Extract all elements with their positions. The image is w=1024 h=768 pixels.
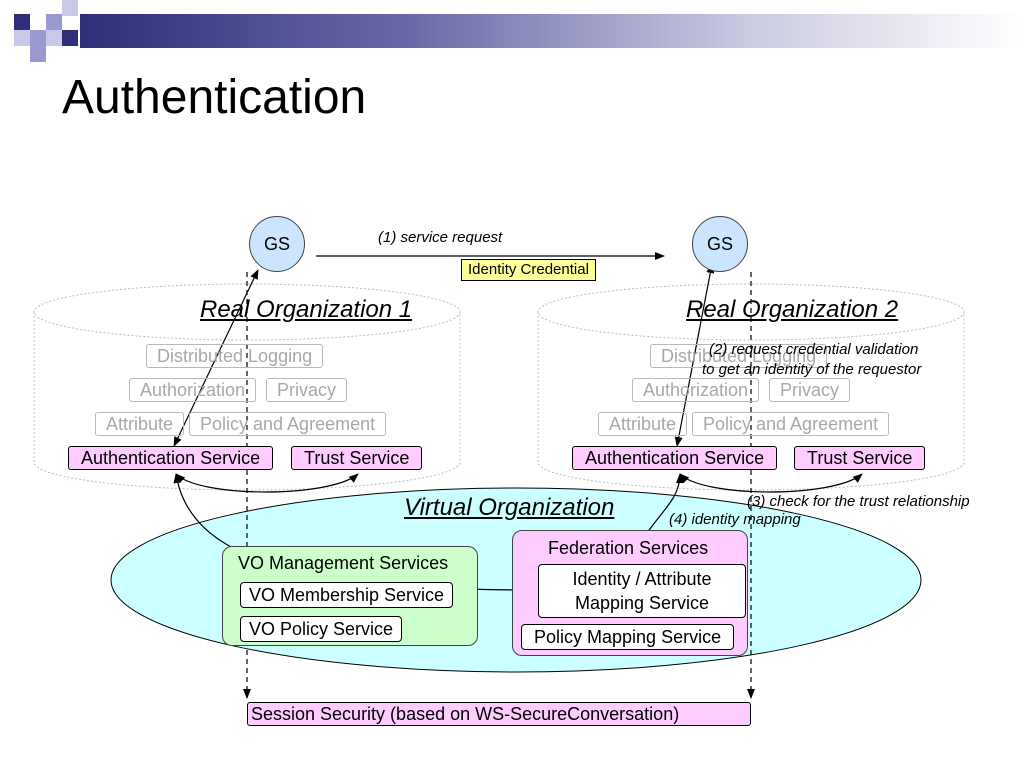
identity-mapping-line2: Mapping Service	[574, 593, 710, 613]
trust-service-org2: Trust Service	[794, 446, 926, 470]
identity-mapping-line1: Identity / Attribute	[572, 569, 712, 589]
session-security-box: Session Security (based on WS-SecureConv…	[247, 702, 751, 726]
gs-label: GS	[706, 233, 733, 254]
policy-mapping-service: Policy Mapping Service	[521, 624, 735, 650]
privacy-org1: Privacy	[266, 378, 348, 402]
gs1-auth-arrow	[173, 269, 259, 447]
step1-label: (1) service request	[378, 229, 503, 246]
authorization-org1: Authorization	[129, 378, 257, 402]
federation-title: Federation Services	[548, 538, 709, 558]
vo-membership-service: VO Membership Service	[240, 582, 454, 608]
slide-title: Authentication	[62, 71, 367, 124]
trust-curve-2	[679, 473, 863, 493]
gs-label: GS	[263, 233, 290, 254]
gs-node-org2: GS	[692, 216, 748, 272]
attribute-org2: Attribute	[598, 412, 688, 436]
step2-label-line1: (2) request credential validation	[709, 341, 919, 358]
step4-label: (4) identity mapping	[669, 511, 801, 528]
authentication-service-org2: Authentication Service	[572, 446, 778, 470]
step2-label-line2: to get an identity of the requestor	[702, 361, 922, 378]
privacy-org2: Privacy	[769, 378, 851, 402]
vo-label: Virtual Organization	[404, 494, 615, 521]
trust-service-org1: Trust Service	[291, 446, 423, 470]
identity-attribute-mapping-service: Identity / Attribute Mapping Service	[538, 564, 746, 618]
authorization-org2: Authorization	[632, 378, 760, 402]
org1-label: Real Organization 1	[200, 296, 413, 323]
identity-credential-badge: Identity Credential	[461, 259, 596, 281]
attribute-org1: Attribute	[95, 412, 185, 436]
policy-agreement-org1: Policy and Agreement	[189, 412, 387, 436]
gs2-auth-arrow	[674, 263, 715, 447]
org2-label: Real Organization 2	[686, 296, 899, 323]
vo-management-title: VO Management Services	[238, 553, 449, 573]
vo-policy-service: VO Policy Service	[240, 616, 403, 642]
header-decoration	[0, 0, 1024, 62]
gs-node-org1: GS	[249, 216, 305, 272]
policy-agreement-org2: Policy and Agreement	[692, 412, 890, 436]
distributed-logging-org1: Distributed Logging	[146, 344, 324, 368]
distributed-logging-org2: Distributed Logging	[650, 344, 828, 368]
authentication-service-org1: Authentication Service	[68, 446, 274, 470]
step3-label: (3) check for the trust relationship	[747, 493, 970, 510]
